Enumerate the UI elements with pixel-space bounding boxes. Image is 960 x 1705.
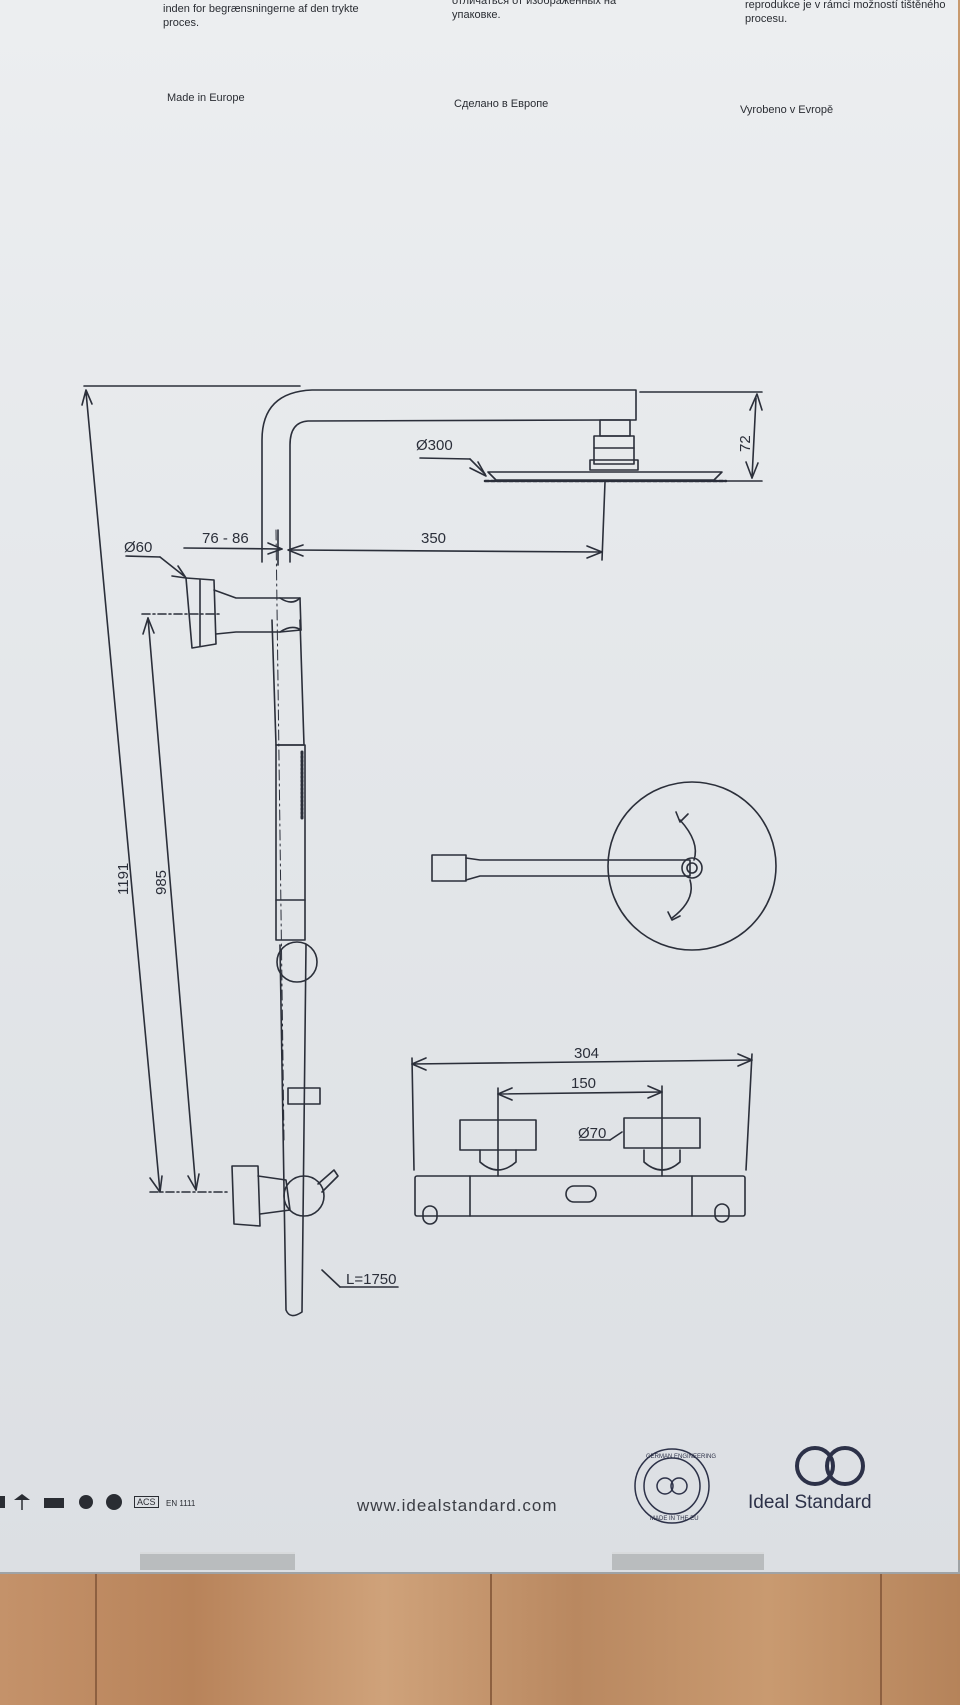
label-inlet-spacing: 150 <box>571 1075 596 1092</box>
hose-length-leader <box>321 1269 399 1288</box>
label-hose-length: L=1750 <box>346 1271 396 1288</box>
label-wall-offset: 76 - 86 <box>202 530 249 547</box>
thermostatic-mixer <box>414 1117 746 1225</box>
box-flap-tab <box>140 1552 295 1570</box>
floor-seam <box>880 1560 882 1705</box>
recycle-icon <box>79 1495 93 1509</box>
floor-seam <box>490 1560 492 1705</box>
ideal-standard-logo <box>795 1446 865 1486</box>
seal-bottom-text: MADE IN THE EU <box>650 1516 699 1522</box>
top-view-rotation <box>431 781 777 951</box>
dimension-bar-height <box>141 613 221 1191</box>
dimension-total-height <box>81 385 301 1193</box>
header-text-danish: inden for begrænsningerne af den trykte … <box>163 3 359 29</box>
header-text-czech: reprodukce je v rámci možností tištěného… <box>745 0 946 25</box>
wall-bracket-upper <box>185 577 302 649</box>
dimension-head-height <box>639 391 763 482</box>
dimension-arm-length <box>287 481 606 561</box>
acs-badge: ACS <box>134 1496 159 1508</box>
label-arm-length: 350 <box>421 530 446 547</box>
brand-name: Ideal Standard <box>748 1492 872 1513</box>
care-icon <box>0 1496 5 1508</box>
dimension-head-diameter <box>419 457 487 477</box>
floor-seam <box>95 1560 97 1705</box>
slide-holder <box>276 941 321 1105</box>
made-in-danish: Made in Europe <box>167 92 245 104</box>
dimension-handle-diameter <box>579 1131 623 1141</box>
dimension-wall-offset <box>183 529 283 566</box>
label-mixer-width: 304 <box>574 1045 599 1062</box>
dimension-inlet-spacing <box>497 1085 663 1177</box>
header-text-russian: отличаться от изображенных на упаковке. <box>452 0 617 21</box>
wooden-floor <box>0 1560 960 1705</box>
german-engineering-seal <box>634 1448 710 1524</box>
care-icons <box>0 1494 122 1510</box>
label-total-height: 1191 <box>115 863 132 895</box>
dimension-bracket-diameter <box>125 555 187 579</box>
seal-top-text: GERMAN ENGINEERING <box>646 1454 716 1460</box>
shower-head <box>483 419 728 483</box>
website-url[interactable]: www.idealstandard.com <box>357 1496 558 1515</box>
wall-bracket-lower <box>231 1165 339 1227</box>
glass-icon <box>44 1498 64 1508</box>
label-head-height: 72 <box>737 435 754 452</box>
product-box-panel <box>0 0 958 1572</box>
label-bracket-diameter: Ø60 <box>124 539 152 556</box>
made-in-czech: Vyrobeno v Evropě <box>740 104 834 116</box>
made-in-russian: Сделано в Европе <box>454 98 549 110</box>
en-standard-label: EN 1111 <box>166 1499 196 1508</box>
label-bar-height: 985 <box>153 870 170 895</box>
box-flap-tab <box>612 1552 764 1570</box>
recycle-icon <box>106 1494 122 1510</box>
label-handle-diameter: Ø70 <box>578 1125 606 1142</box>
dimension-mixer-width <box>411 1053 753 1171</box>
label-head-diameter: Ø300 <box>416 437 453 454</box>
umbrella-icon <box>14 1494 30 1500</box>
